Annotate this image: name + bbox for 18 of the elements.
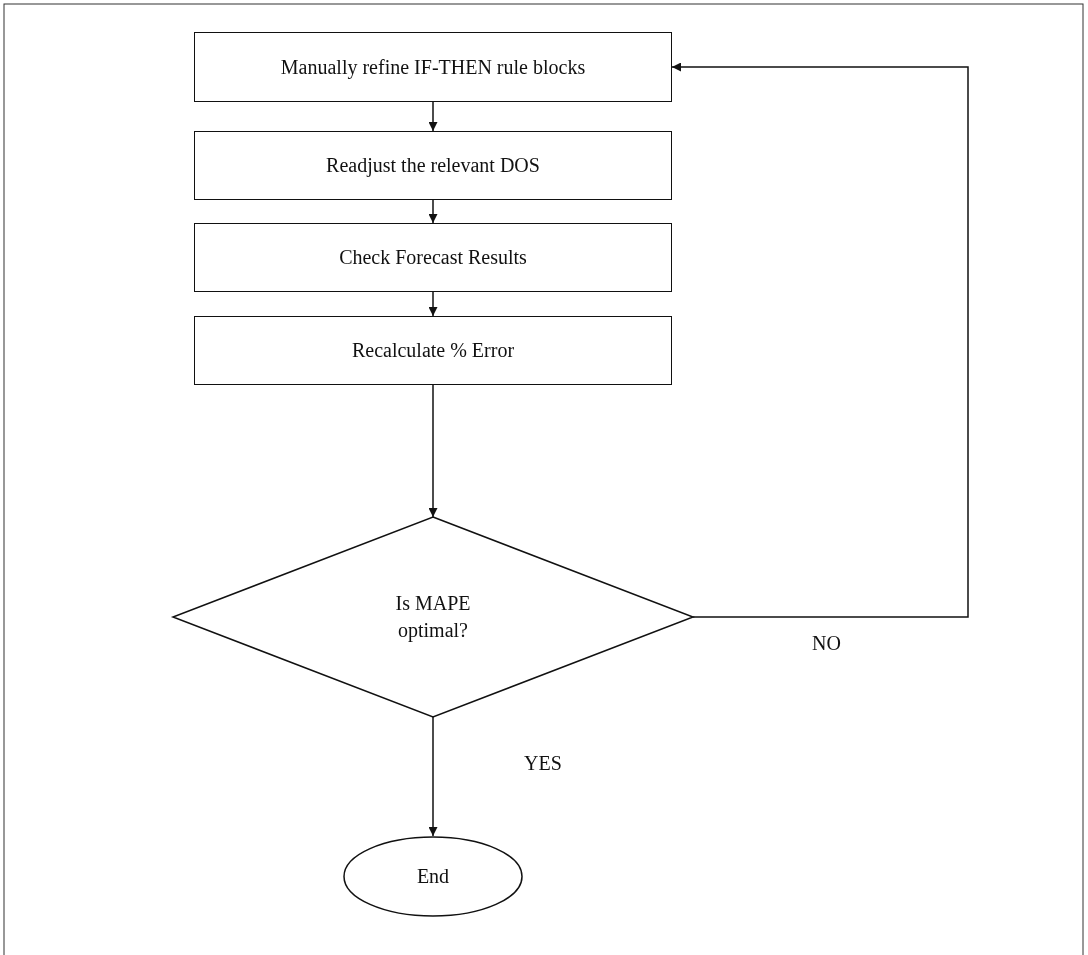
node-label: Check Forecast Results	[339, 245, 527, 270]
process-box	[194, 223, 672, 292]
node-label: Recalculate % Error	[351, 338, 515, 363]
node-label: Readjust the relevant DOS	[326, 153, 540, 179]
process-box	[194, 131, 672, 200]
arrow	[428, 199, 438, 224]
process-box	[194, 32, 672, 102]
node-label: End	[416, 864, 450, 889]
arrow	[671, 62, 969, 618]
arrow	[428, 716, 438, 837]
arrow	[428, 291, 438, 317]
decision-diamond	[173, 517, 693, 717]
arrow	[428, 101, 438, 132]
terminal-ellipse	[343, 836, 523, 917]
node-label: Manually refine IF-THEN rule blocks	[280, 54, 586, 81]
process-box	[194, 316, 672, 385]
node-label: Is MAPE optimal?	[394, 591, 472, 644]
arrow	[428, 384, 438, 518]
